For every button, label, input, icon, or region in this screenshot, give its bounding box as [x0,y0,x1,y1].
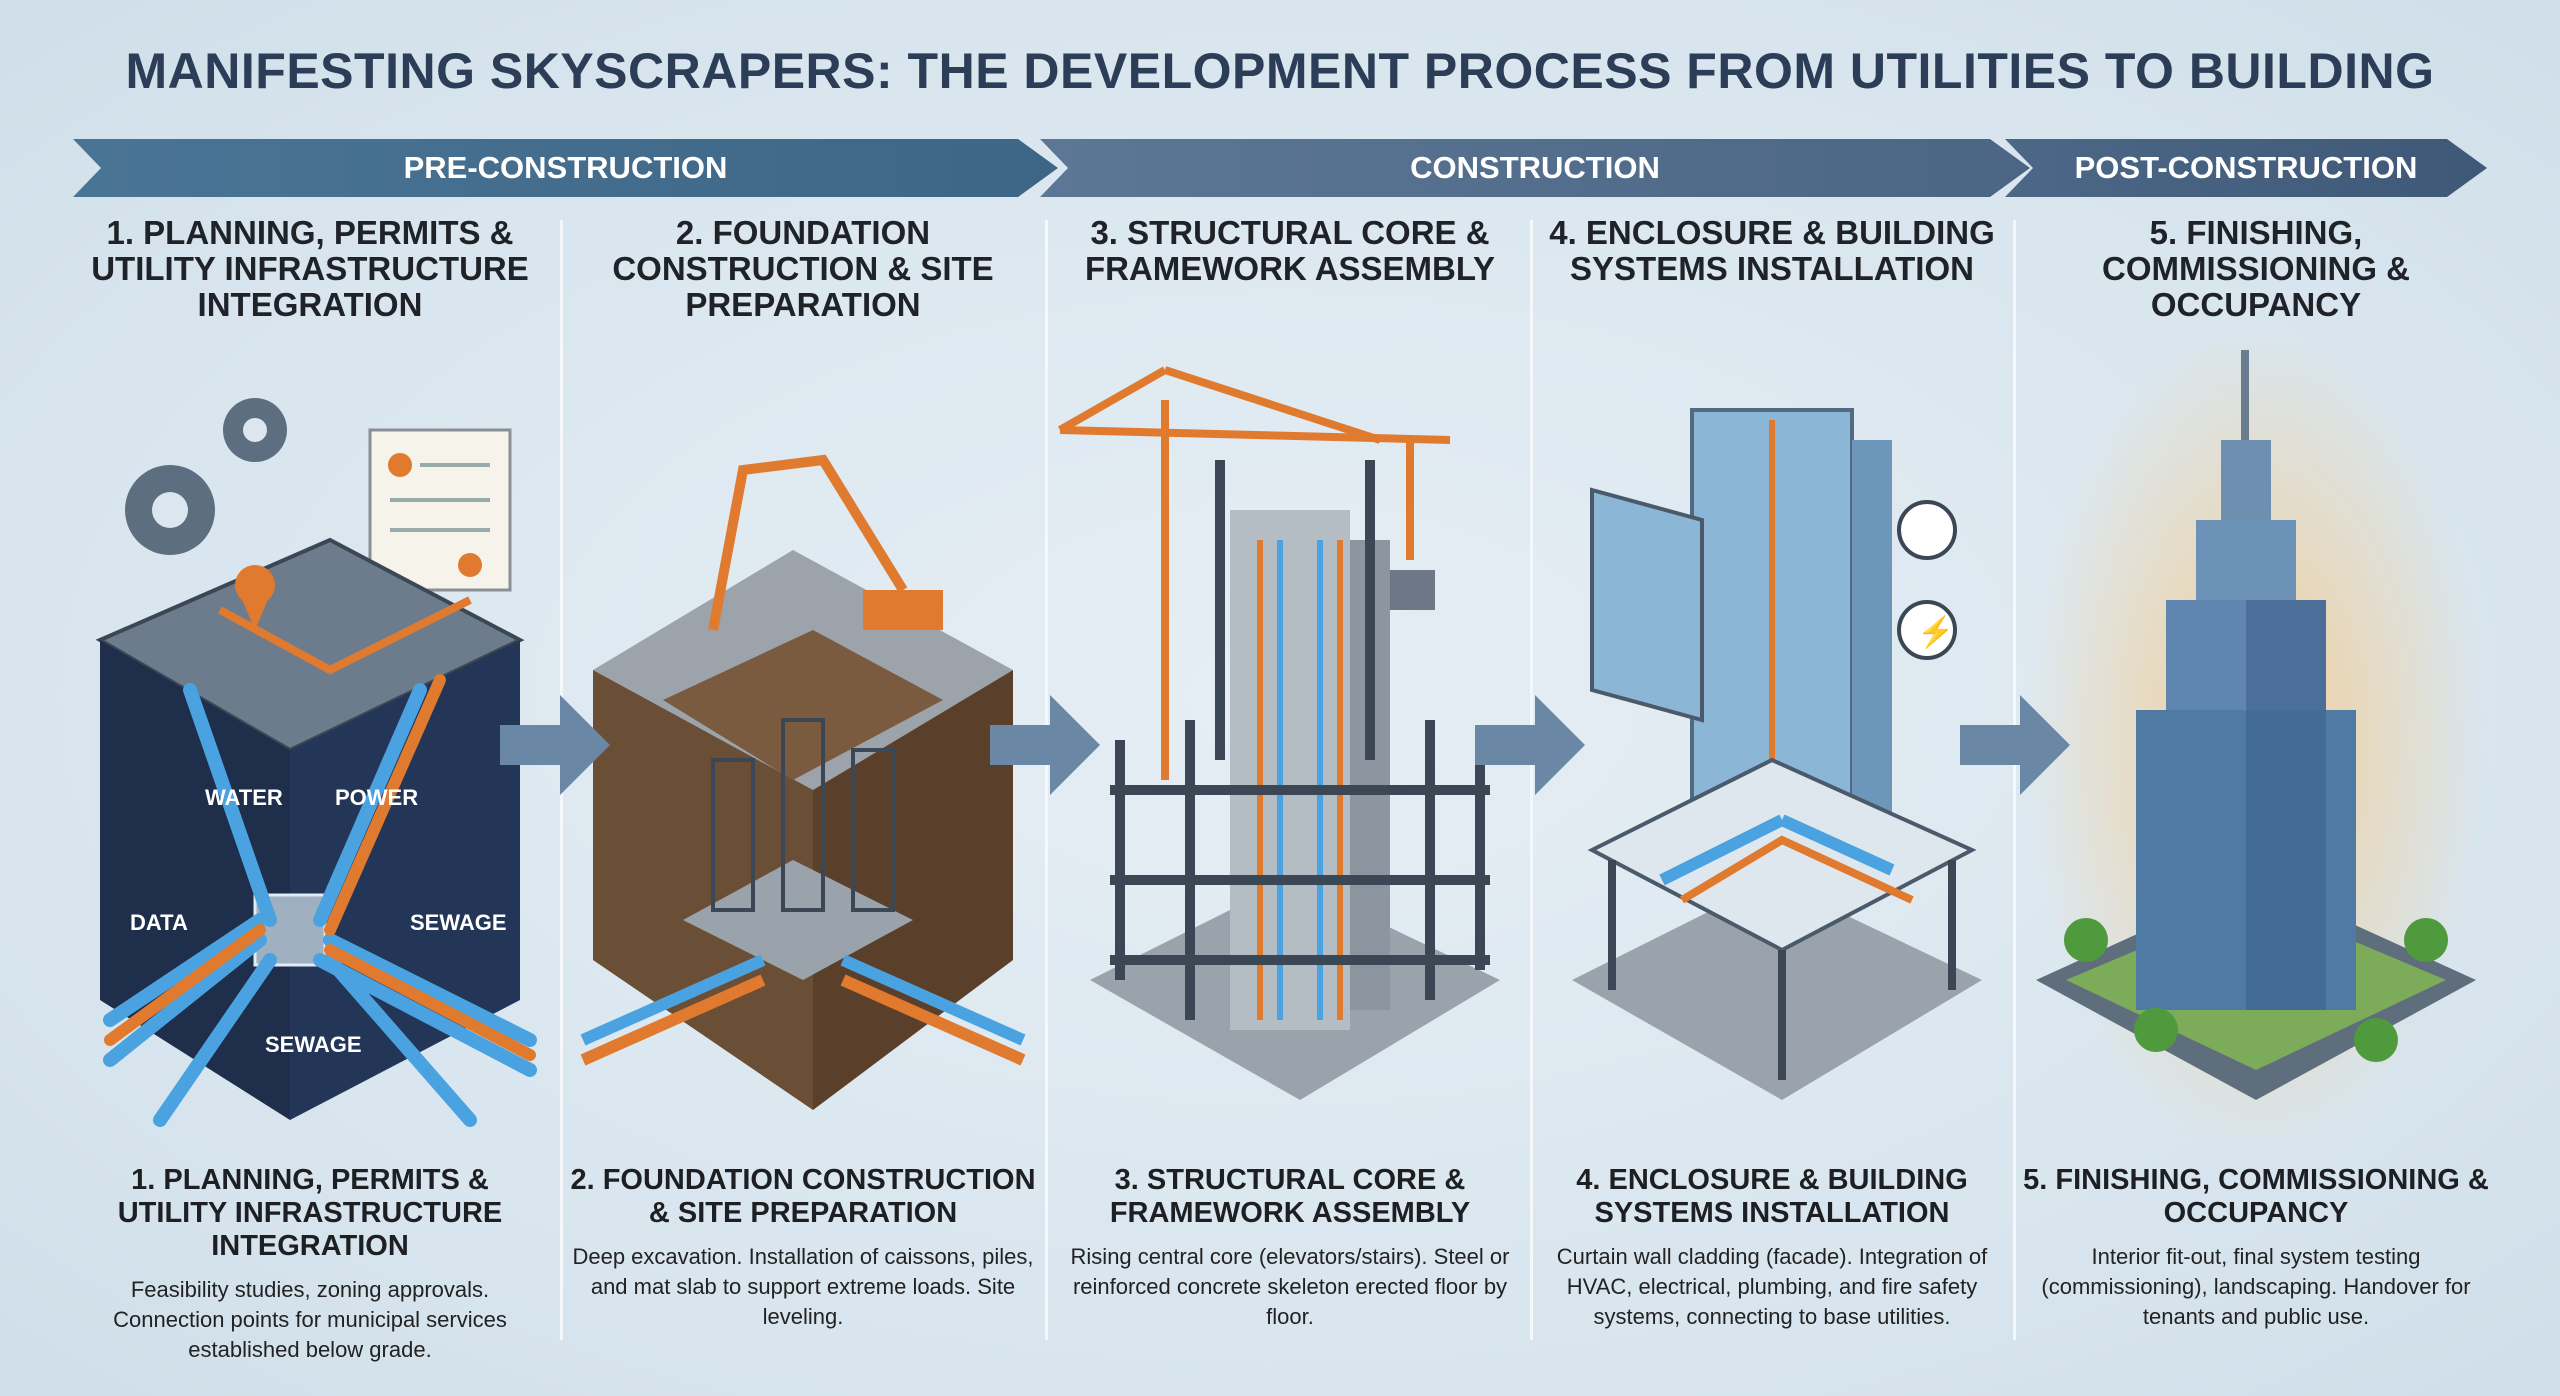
caption-description: Rising central core (elevators/stairs). … [1070,1244,1510,1329]
step-3-heading-block: 3. STRUCTURAL CORE & FRAMEWORK ASSEMBLY [1050,215,1530,287]
curtain-wall-panel [1590,487,1704,723]
flow-arrow-icon [1475,695,1585,795]
rebar-cages [711,718,895,912]
step-heading: 2. FOUNDATION CONSTRUCTION & SITE PREPAR… [612,214,994,323]
flow-arrow-icon [990,695,1100,795]
flow-arrow-icon [500,695,610,795]
svg-text:⚡: ⚡ [1917,614,1954,650]
crane-load [1385,570,1435,610]
finished-skyscraper-illustration [2026,340,2486,1140]
sewage-label: SEWAGE [265,1032,362,1057]
step-5-heading-block: 5. FINISHING, COMMISSIONING & OCCUPANCY [2016,215,2496,323]
caption-description: Feasibility studies, zoning approvals. C… [113,1277,507,1362]
caption-title: 1. PLANNING, PERMITS & UTILITY INFRASTRU… [117,1164,503,1262]
divider [2013,220,2016,1340]
foundation-illustration [580,454,1026,1110]
step-1-caption: 1. PLANNING, PERMITS & UTILITY INFRASTRU… [75,1164,545,1365]
phase-pre-construction: PRE-CONSTRUCTION [73,139,1058,197]
caption-description: Curtain wall cladding (facade). Integrat… [1556,1244,1988,1329]
step-heading: 1. PLANNING, PERMITS & UTILITY INFRASTRU… [91,214,529,323]
trees [2064,918,2448,1062]
plumbing-icon [1897,500,1957,560]
phase-post-construction: POST-CONSTRUCTION [2005,139,2487,197]
power-label: POWER [335,785,418,810]
step-4-caption: 4. ENCLOSURE & BUILDING SYSTEMS INSTALLA… [1537,1164,2007,1332]
step-3-caption: 3. STRUCTURAL CORE & FRAMEWORK ASSEMBLY R… [1055,1164,1525,1332]
caption-description: Deep excavation. Installation of caisson… [572,1244,1034,1329]
location-pin-icon [235,565,275,630]
sewage-label: SEWAGE [410,910,507,935]
caption-title: 3. STRUCTURAL CORE & FRAMEWORK ASSEMBLY [1109,1164,1471,1229]
enclosure-illustration: ⚡ [1572,408,1982,1100]
divider [1045,220,1048,1340]
step-heading: 4. ENCLOSURE & BUILDING SYSTEMS INSTALLA… [1549,214,1995,287]
caption-title: 5. FINISHING, COMMISSIONING & OCCUPANCY [2023,1164,2489,1229]
flow-arrow-icon [1960,695,2070,795]
water-label: WATER [205,785,283,810]
step-heading: 5. FINISHING, COMMISSIONING & OCCUPANCY [2101,214,2410,323]
data-label: DATA [130,910,188,935]
caption-title: 2. FOUNDATION CONSTRUCTION & SITE PREPAR… [570,1164,1036,1229]
page-title: MANIFESTING SKYSCRAPERS: THE DEVELOPMENT… [125,43,2435,99]
phase-construction: CONSTRUCTION [1040,139,2030,197]
tower-crane [1058,366,1451,780]
step-heading: 3. STRUCTURAL CORE & FRAMEWORK ASSEMBLY [1084,214,1496,287]
step-2-caption: 2. FOUNDATION CONSTRUCTION & SITE PREPAR… [568,1164,1038,1332]
step-4-heading-block: 4. ENCLOSURE & BUILDING SYSTEMS INSTALLA… [1532,215,2012,287]
caption-description: Interior fit-out, final system testing (… [2041,1244,2471,1329]
structural-core-illustration [1058,366,1500,1100]
divider [1530,220,1533,1340]
step-2-heading-block: 2. FOUNDATION CONSTRUCTION & SITE PREPAR… [563,215,1043,323]
caption-title: 4. ENCLOSURE & BUILDING SYSTEMS INSTALLA… [1576,1164,1968,1229]
electrical-icon: ⚡ [1897,600,1957,660]
concrete-pump-truck [708,454,943,631]
step-1-heading-block: 1. PLANNING, PERMITS & UTILITY INFRASTRU… [70,215,550,323]
permit-document-icon [368,428,512,592]
gear-icon [125,398,287,555]
steel-frame [1110,460,1490,1020]
utility-infrastructure-illustration: WATER POWER DATA SEWAGE SEWAGE [95,398,537,1127]
step-5-caption: 5. FINISHING, COMMISSIONING & OCCUPANCY I… [2021,1164,2491,1332]
